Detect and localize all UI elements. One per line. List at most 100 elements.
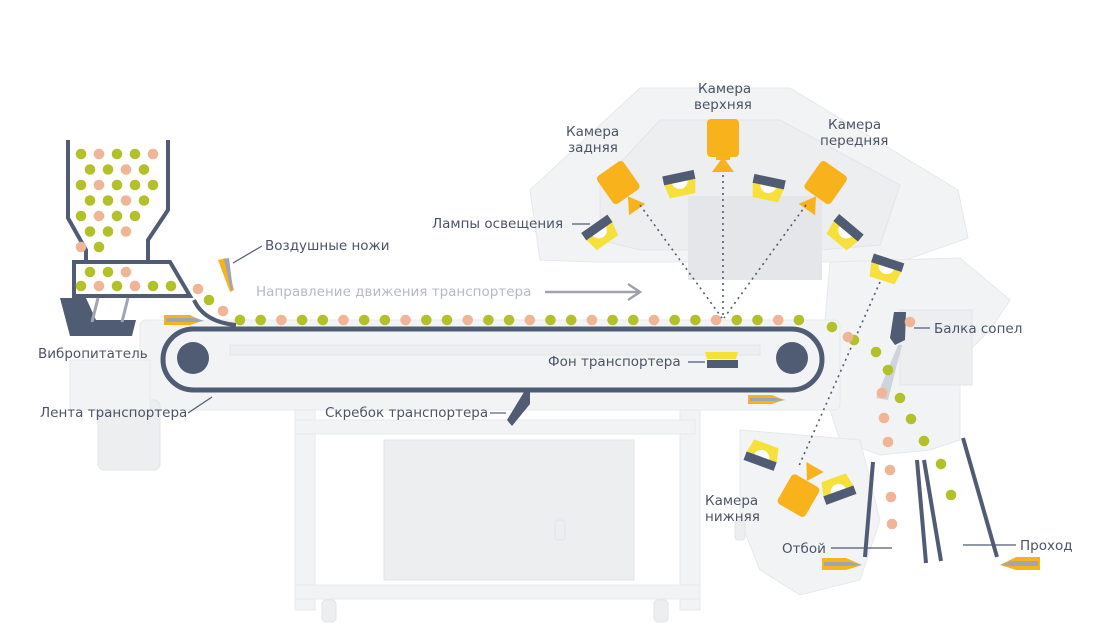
- seed-reject: [147, 148, 159, 160]
- belt-loop: [160, 326, 825, 393]
- seed-good: [628, 314, 639, 326]
- seed-good: [84, 164, 96, 175]
- air-knife-left: [164, 315, 204, 325]
- viewing-window: [688, 196, 822, 280]
- label-scraper: Скребок транспортера: [325, 405, 488, 421]
- wheel-extra: [554, 519, 566, 541]
- direction-arrow-head: [627, 282, 643, 302]
- label-direction: Направление движения транспортера: [256, 284, 531, 300]
- seed-reject: [93, 280, 105, 292]
- seed-reject: [882, 436, 894, 448]
- stand-leg-right: [679, 409, 701, 611]
- stand-bar: [294, 419, 696, 435]
- seed-good: [870, 346, 882, 358]
- seed-good: [147, 280, 159, 292]
- seed-reject: [120, 164, 132, 175]
- seed-good: [102, 226, 114, 237]
- seed-reject: [120, 226, 132, 237]
- wheel-right: [734, 519, 746, 541]
- lamp: [662, 169, 696, 199]
- seed-good: [358, 314, 370, 326]
- label-background: Фон транспортера: [548, 354, 681, 370]
- seed-good: [138, 195, 150, 206]
- seed-reject: [710, 314, 722, 326]
- seed-reject: [93, 179, 105, 191]
- seed-reject: [885, 491, 897, 503]
- seed-reject: [217, 305, 229, 317]
- seed-reject: [93, 148, 105, 160]
- seed-reject: [876, 387, 888, 399]
- label-camera-rear-line2: задняя: [568, 140, 618, 156]
- seed-reject: [886, 518, 898, 530]
- seed-good: [565, 314, 577, 326]
- seed-reject: [120, 266, 132, 278]
- feeder-tray: [72, 260, 194, 298]
- seed-good: [129, 210, 141, 222]
- feeder-slide: [192, 299, 237, 327]
- seed-good: [84, 226, 96, 237]
- motor-base: [69, 359, 151, 411]
- seed-good: [255, 314, 266, 326]
- air-knife-pass: [1000, 557, 1040, 570]
- label-camera-rear-line1: Камера: [566, 124, 619, 140]
- seed-good: [129, 148, 141, 160]
- camera-front: [798, 161, 848, 216]
- seed-good: [138, 164, 150, 175]
- seed-good: [894, 392, 906, 404]
- spring-left: [90, 297, 100, 323]
- label-camera-bottom-line2: нижняя: [705, 509, 760, 525]
- label-camera-top-line1: Камера: [698, 81, 751, 97]
- seed-good: [882, 364, 894, 376]
- seed-good: [545, 314, 556, 326]
- leader-lines: [187, 223, 1016, 549]
- seed-reject: [772, 314, 784, 326]
- seed-good: [317, 314, 329, 326]
- seed-good: [483, 314, 494, 326]
- label-camera-front-line1: Камера: [828, 117, 881, 133]
- seed-reject: [120, 195, 132, 206]
- lamp: [743, 439, 779, 471]
- hopper: [66, 140, 170, 262]
- seed-reject: [842, 331, 854, 343]
- label-camera-bottom-line1: Камера: [705, 493, 758, 509]
- seed-good: [731, 314, 743, 326]
- seed-good: [690, 314, 701, 326]
- stand-leg-left: [294, 409, 316, 611]
- label-reject: Отбой: [782, 541, 826, 557]
- seed-reject: [524, 314, 536, 326]
- belt-scraper: [507, 392, 530, 426]
- seed-reject: [75, 241, 87, 253]
- seed-reject: [93, 210, 105, 222]
- seed-good: [111, 280, 123, 292]
- seed-good: [84, 195, 96, 206]
- seed-good: [826, 321, 838, 333]
- seed-reject: [586, 314, 598, 326]
- leader-air-knives: [232, 245, 263, 264]
- divider-plate-1: [915, 459, 928, 564]
- reject-plate: [863, 461, 875, 558]
- seed-good: [935, 458, 947, 470]
- label-lamps: Лампы освещения: [432, 216, 563, 232]
- hopper-walls: [66, 140, 170, 262]
- seed-reject: [338, 314, 349, 326]
- air-knife-reject: [822, 558, 862, 570]
- seed-good: [793, 314, 805, 326]
- camera-sight-lines: [639, 175, 881, 469]
- hopper-seeds: [75, 148, 159, 253]
- seed-good: [111, 148, 123, 160]
- camera-bottom: [777, 462, 824, 517]
- vibrator-body: [60, 298, 136, 336]
- seed-good: [102, 266, 114, 278]
- conveyor-belt: [160, 283, 825, 393]
- hood-inner: [599, 119, 901, 251]
- seed-good: [165, 280, 177, 292]
- seed-reject: [192, 283, 204, 295]
- seed-good: [75, 210, 87, 222]
- label-air-knives: Воздушные ножи: [265, 238, 389, 254]
- belt-seeds: [192, 283, 805, 326]
- seed-good: [75, 280, 87, 292]
- stand-panel: [383, 439, 635, 581]
- seed-good: [503, 314, 515, 326]
- lamps: [581, 169, 905, 505]
